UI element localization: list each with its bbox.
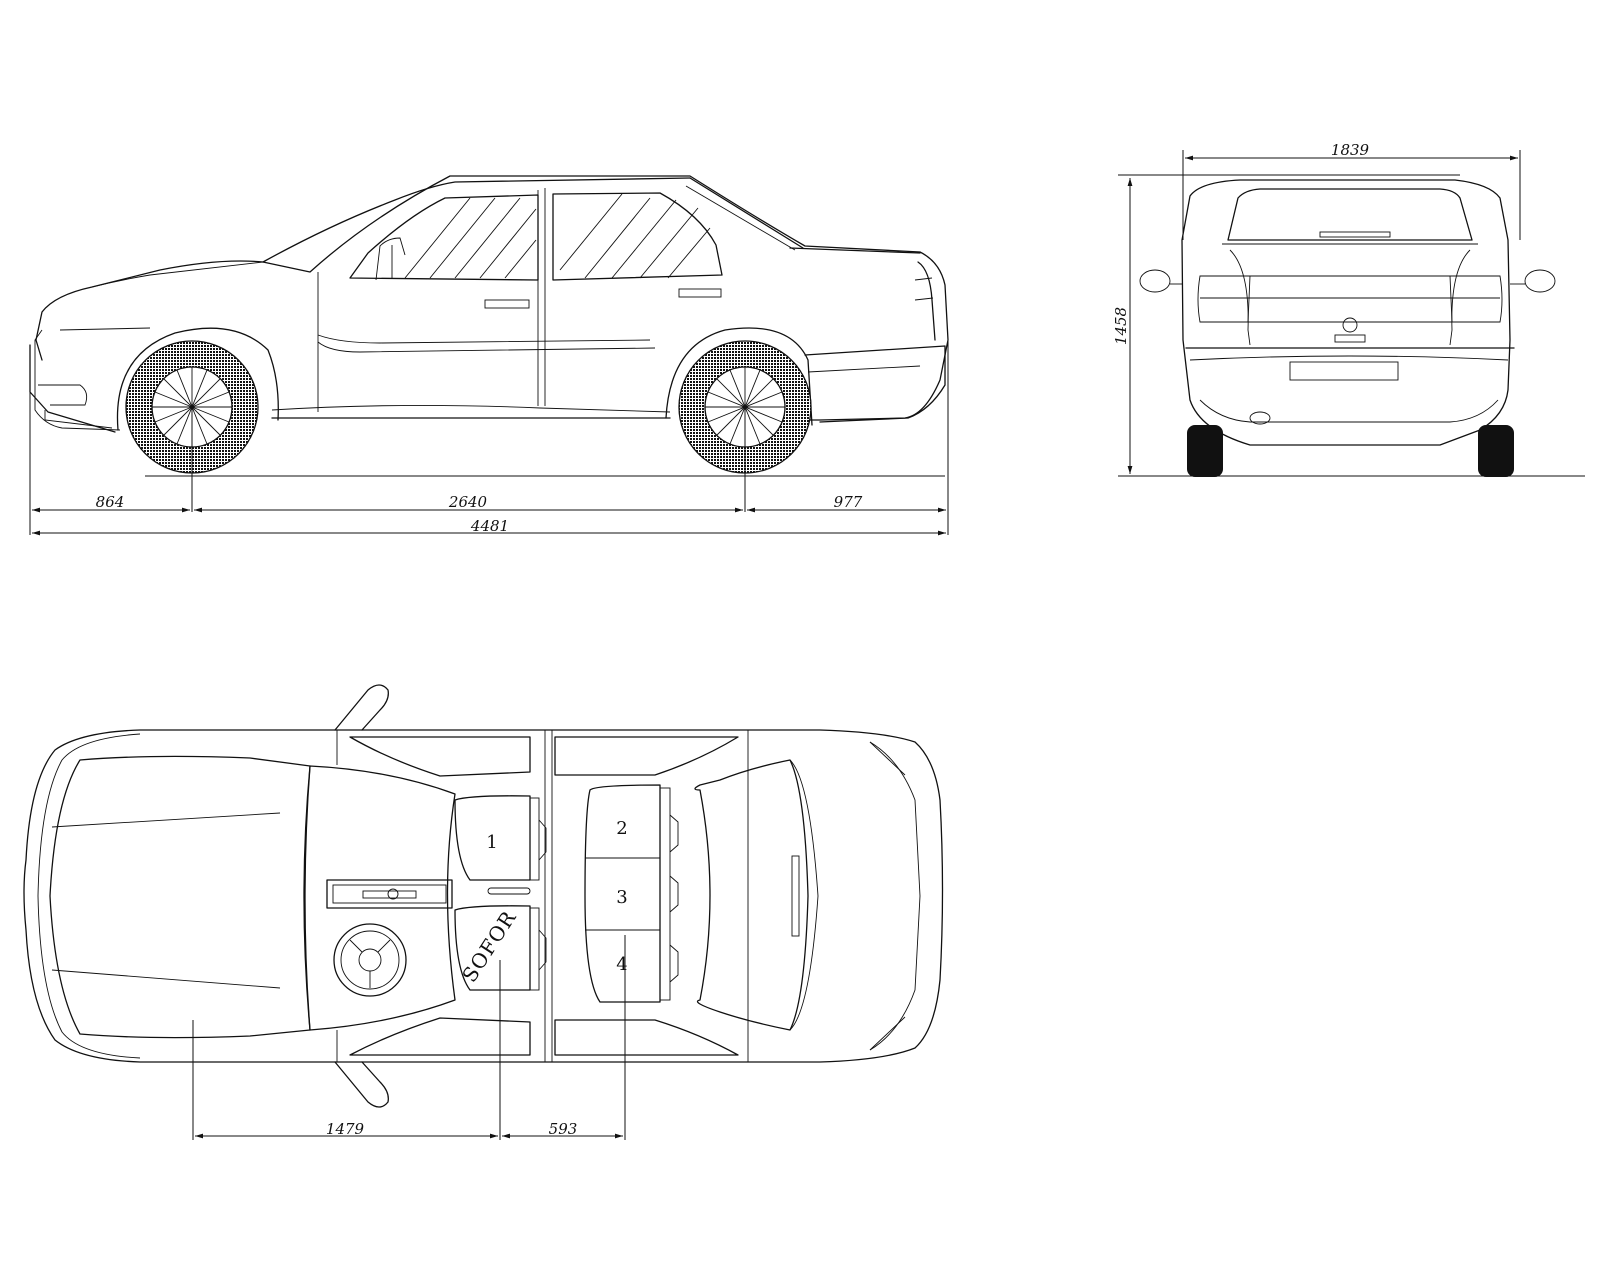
driver-label: SOFOR: [457, 906, 521, 987]
dim-rear-overhang: 977: [834, 493, 863, 511]
dim-front-to-driver: 1479: [326, 1120, 365, 1138]
seat-label-2: 2: [616, 818, 627, 839]
dim-driver-to-rear-seat: 593: [549, 1120, 578, 1138]
dim-overall-length: 4481: [470, 517, 509, 535]
seat-label-3: 3: [616, 887, 627, 908]
dim-width: 1839: [1331, 141, 1370, 159]
dim-height: 1458: [1112, 307, 1130, 345]
dim-front-overhang: 864: [96, 493, 125, 511]
top-view: 1 2 3 4 SOFOR 1479 593: [23, 684, 944, 1140]
seat-label-4: 4: [616, 954, 627, 975]
seat-label-1: 1: [486, 832, 497, 853]
dim-wheelbase: 2640: [448, 493, 488, 511]
side-view: 864 2640 977 4481: [29, 175, 949, 536]
rear-view: 1839 1458: [1112, 141, 1585, 477]
